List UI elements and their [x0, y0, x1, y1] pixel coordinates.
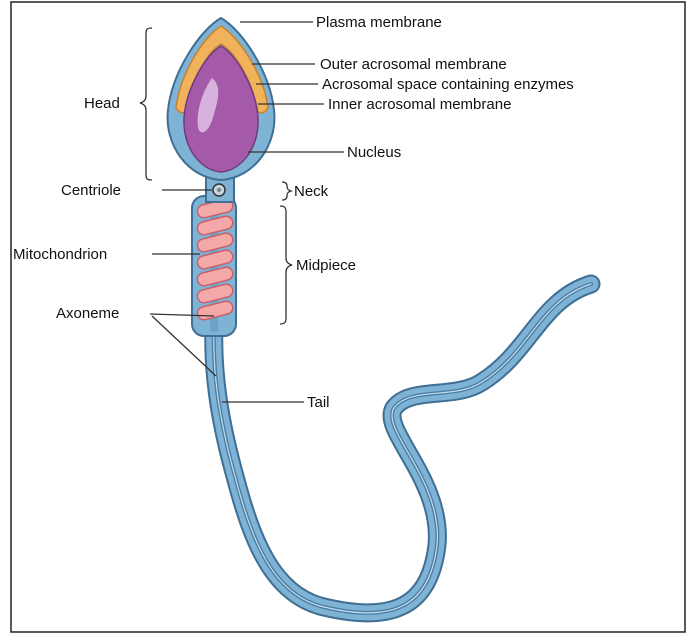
label-centriole: Centriole [61, 182, 121, 199]
label-plasma-membrane: Plasma membrane [316, 14, 442, 31]
label-acrosomal-space: Acrosomal space containing enzymes [322, 76, 574, 93]
label-neck: Neck [294, 183, 329, 200]
label-midpiece: Midpiece [296, 257, 356, 274]
label-head: Head [84, 95, 120, 112]
label-axoneme: Axoneme [56, 305, 119, 322]
label-mitochondrion: Mitochondrion [13, 246, 107, 263]
centriole [213, 184, 225, 196]
label-nucleus: Nucleus [347, 144, 401, 161]
label-tail: Tail [307, 394, 330, 411]
label-outer-acrosomal-membrane: Outer acrosomal membrane [320, 56, 507, 73]
label-inner-acrosomal-membrane: Inner acrosomal membrane [328, 96, 511, 113]
